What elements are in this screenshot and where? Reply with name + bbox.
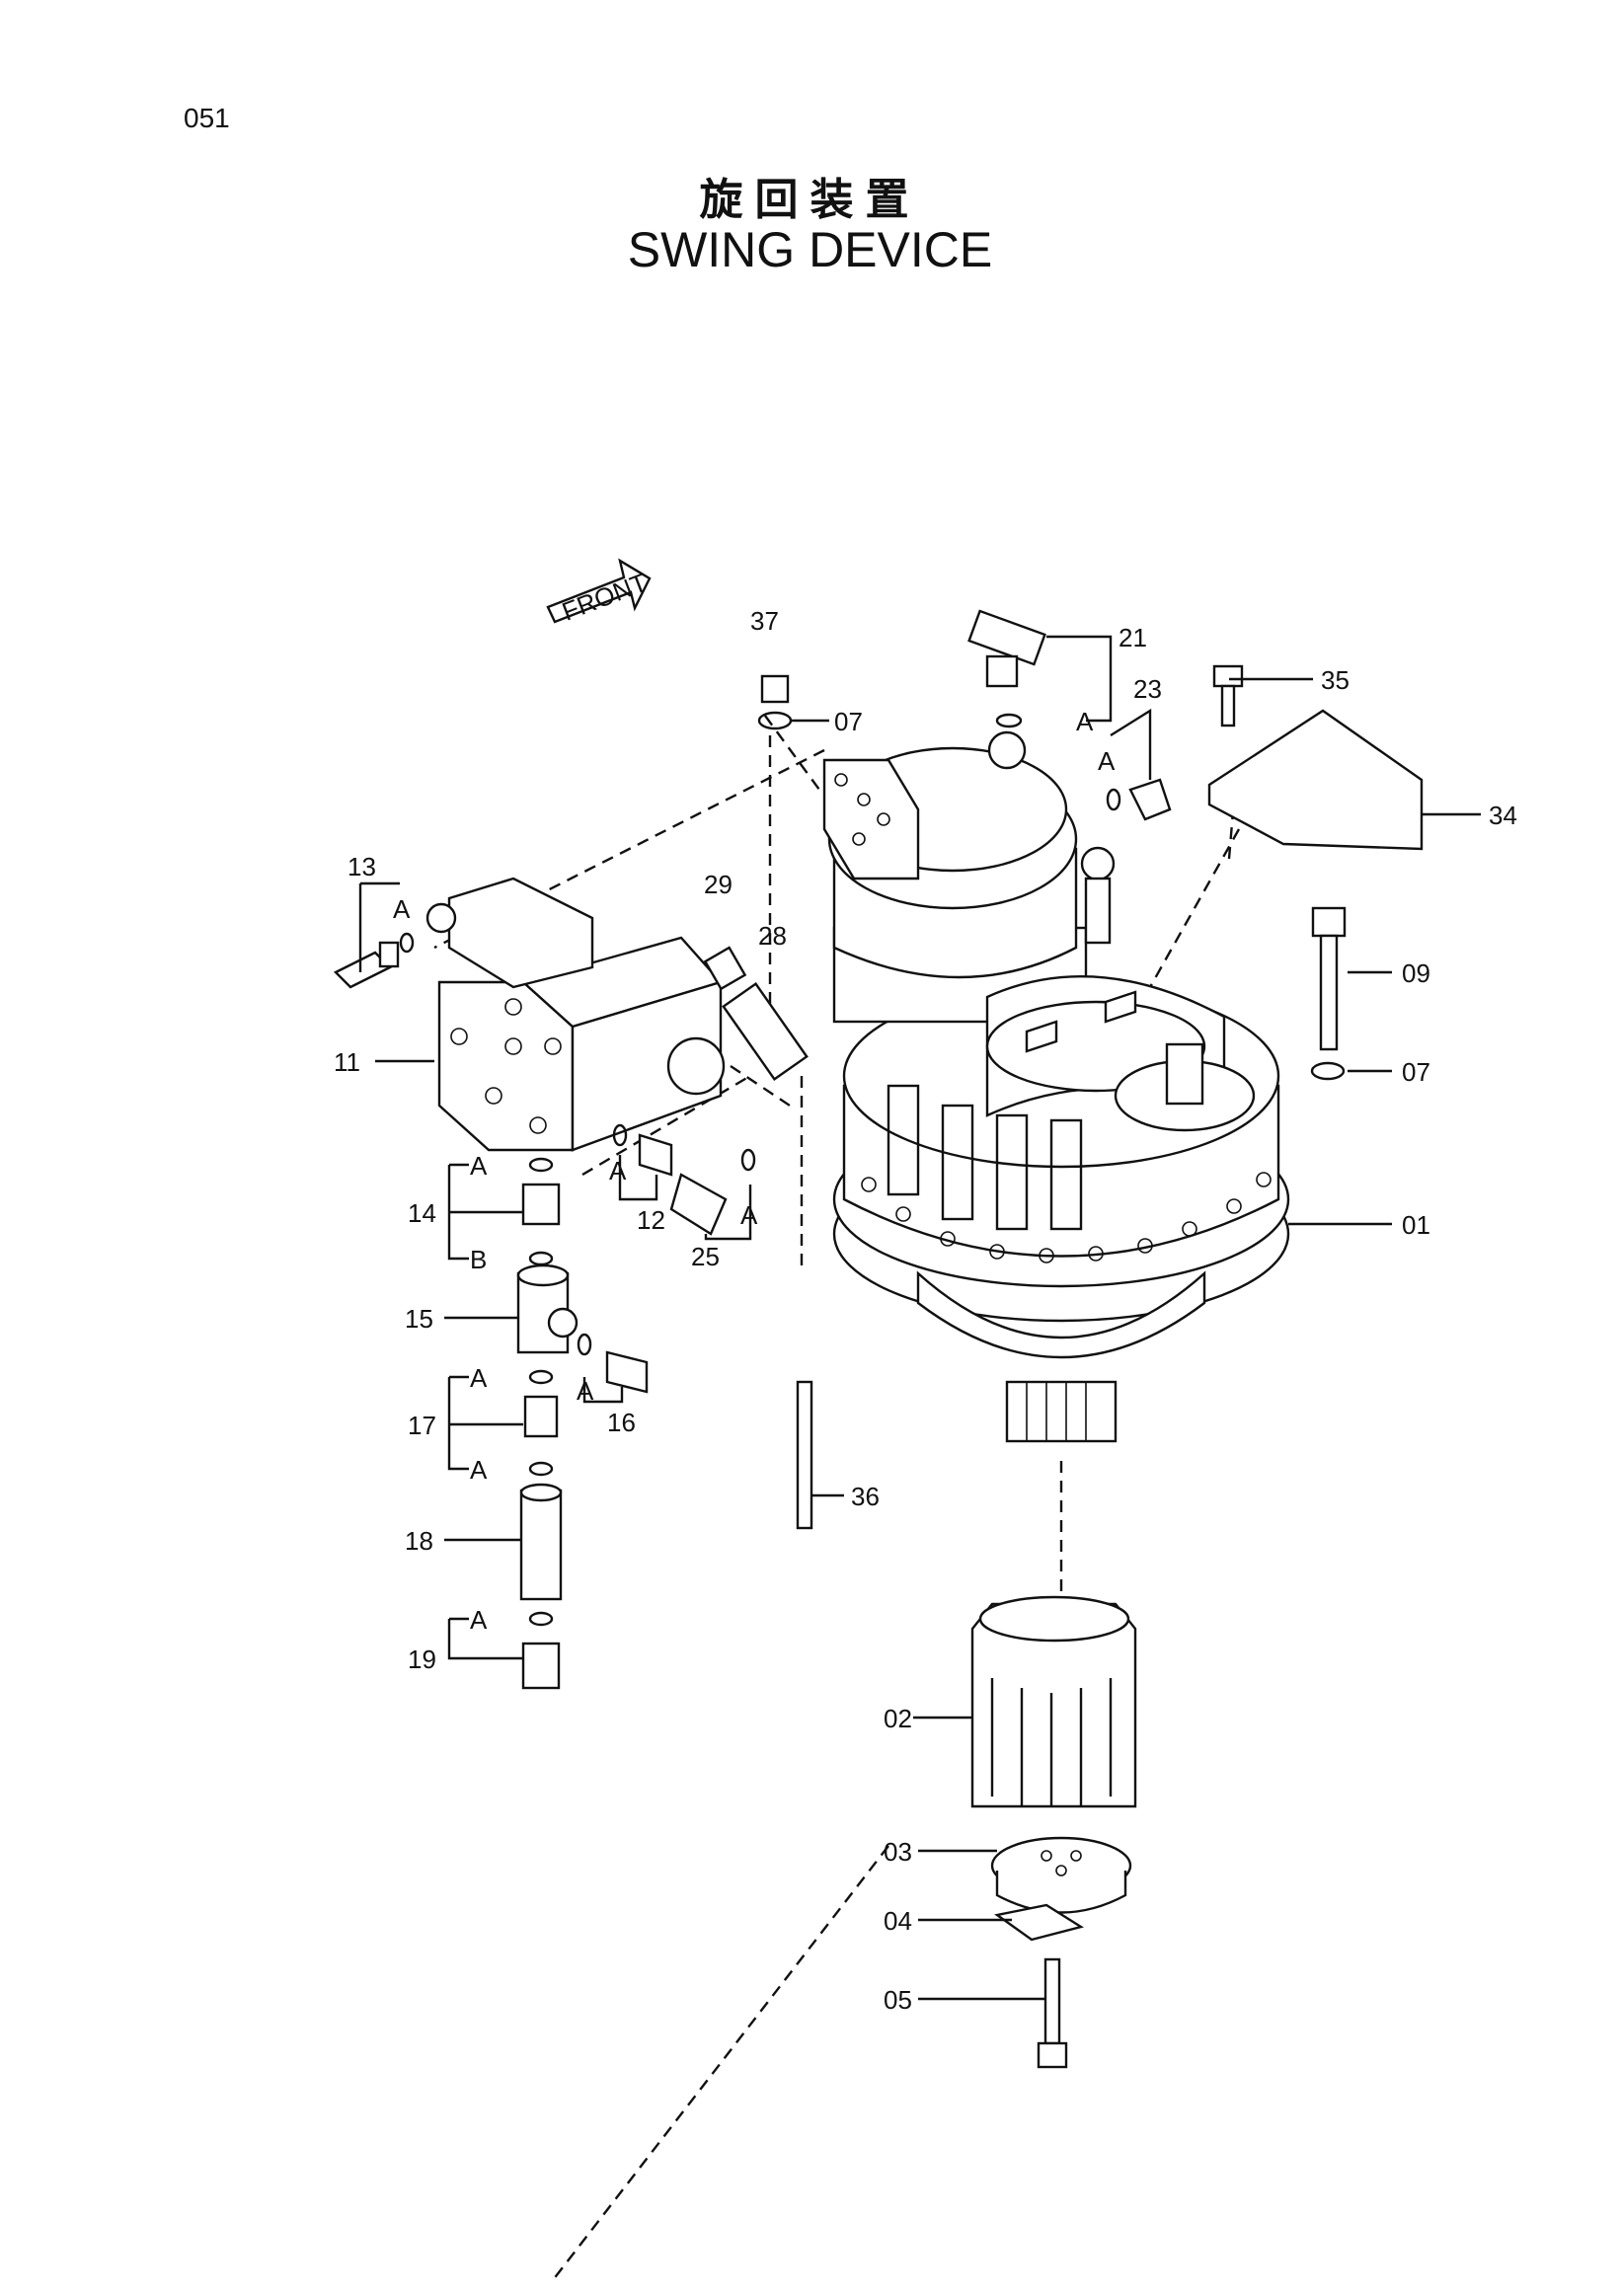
title-english: SWING DEVICE bbox=[627, 222, 993, 277]
callout-12: 12 bbox=[637, 1205, 665, 1235]
title-japanese: 旋回装置 bbox=[699, 175, 921, 225]
sublabel-a-12: A bbox=[609, 1156, 627, 1186]
callout-29: 29 bbox=[704, 870, 733, 899]
callout-11: 11 bbox=[334, 1047, 360, 1077]
sublabel-a-17-top: A bbox=[470, 1363, 488, 1393]
sublabel-b-14: B bbox=[470, 1245, 487, 1274]
callout-07-right: 07 bbox=[1402, 1057, 1430, 1087]
swing-reducer-housing bbox=[822, 730, 1290, 1443]
callout-07-top: 07 bbox=[834, 707, 863, 736]
callout-25: 25 bbox=[691, 1242, 720, 1271]
callout-17: 17 bbox=[408, 1411, 436, 1440]
assembly-lines bbox=[433, 715, 1241, 2281]
leader-lines bbox=[358, 635, 1481, 2001]
callout-04: 04 bbox=[884, 1906, 912, 1936]
callout-05: 05 bbox=[884, 1985, 912, 2015]
sublabel-a-21: A bbox=[1076, 707, 1094, 736]
sublabel-a-23: A bbox=[1098, 746, 1116, 776]
pinion-02 bbox=[970, 1595, 1137, 1808]
callout-18: 18 bbox=[405, 1526, 433, 1556]
callout-28: 28 bbox=[758, 921, 787, 951]
sublabel-a-19: A bbox=[470, 1605, 488, 1635]
callout-15: 15 bbox=[405, 1304, 433, 1334]
sublabel-a-14: A bbox=[470, 1151, 488, 1181]
callout-16: 16 bbox=[607, 1408, 636, 1437]
callout-01: 01 bbox=[1402, 1210, 1430, 1240]
cap-03 bbox=[990, 1836, 1132, 1914]
bolt-05 bbox=[1037, 1957, 1068, 2069]
callout-23: 23 bbox=[1133, 674, 1162, 704]
fittings bbox=[333, 609, 1424, 1690]
callout-02: 02 bbox=[884, 1704, 912, 1733]
sublabel-a-25: A bbox=[740, 1200, 758, 1230]
callout-35: 35 bbox=[1321, 665, 1350, 695]
valve-block-11 bbox=[425, 877, 726, 1152]
callout-19: 19 bbox=[408, 1645, 436, 1674]
callout-labels: 01 02 03 04 05 07 07 09 11 12 13 14 15 1… bbox=[334, 606, 1517, 2015]
front-arrow: FRONT bbox=[546, 558, 652, 627]
callout-34: 34 bbox=[1489, 801, 1517, 830]
plate-04 bbox=[994, 1903, 1084, 1942]
sublabel-a-17-bottom: A bbox=[470, 1455, 488, 1485]
page-number: 051 bbox=[184, 103, 230, 133]
sublabel-a-16: A bbox=[577, 1376, 594, 1406]
callout-13: 13 bbox=[347, 852, 376, 881]
callout-36: 36 bbox=[851, 1482, 880, 1511]
callout-14: 14 bbox=[408, 1198, 436, 1228]
front-label: FRONT bbox=[558, 568, 651, 627]
callout-09: 09 bbox=[1402, 958, 1430, 988]
sublabel-a-13: A bbox=[393, 894, 411, 924]
callout-03: 03 bbox=[884, 1837, 912, 1867]
callout-21: 21 bbox=[1119, 623, 1147, 652]
callout-37: 37 bbox=[750, 606, 779, 636]
